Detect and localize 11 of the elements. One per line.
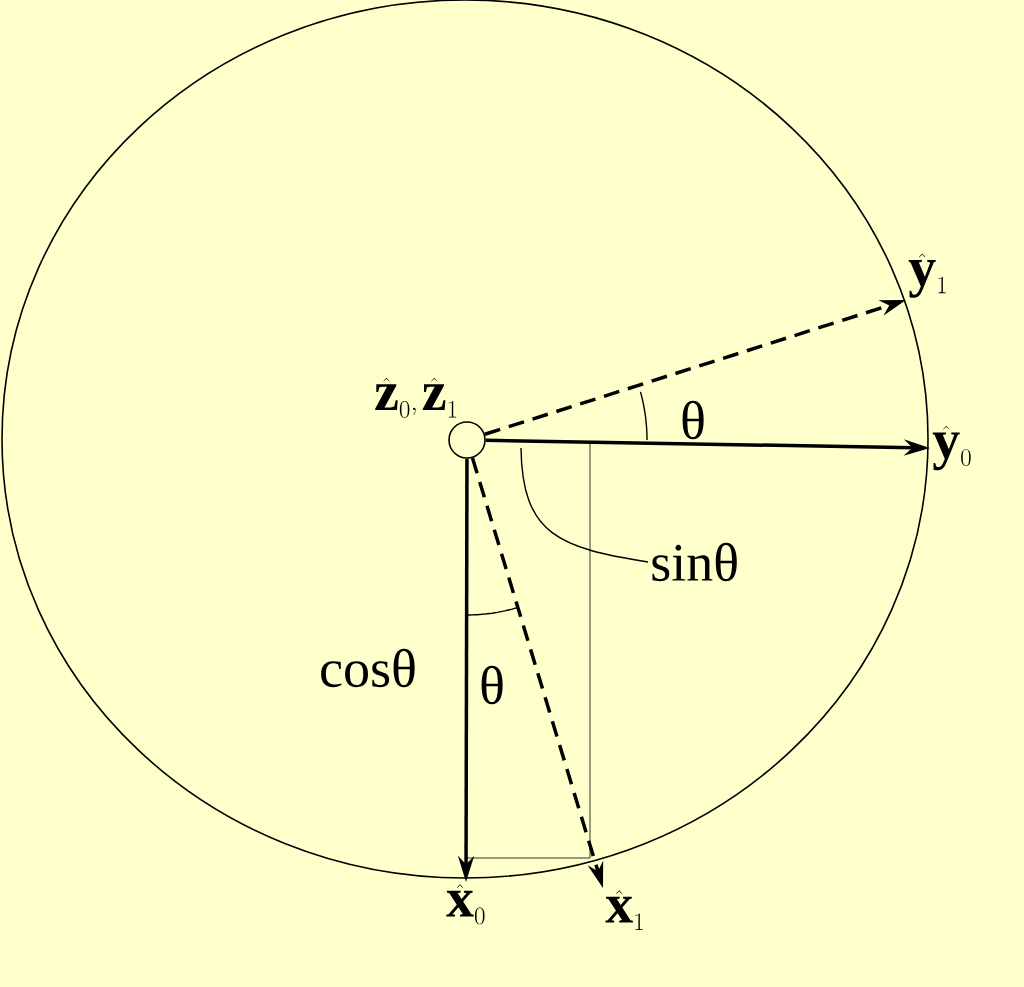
axis-label: $\hat{\mathbf{y}}_1$: [908, 253, 946, 298]
angle-label: θ: [682, 400, 704, 440]
axis-label: $\hat{\mathbf{x}}_0$: [446, 884, 485, 925]
angle-label: θ: [481, 665, 503, 705]
axis-label: $\hat{\mathbf{y}}_0$: [932, 425, 971, 471]
axis-label: $\hat{\mathbf{z}}_0, \hat{\mathbf{z}}_1$: [375, 377, 457, 418]
leader-line: [520, 447, 649, 563]
leader-label: sinθ: [652, 542, 737, 582]
axis-label: $\hat{\mathbf{x}}_1$: [605, 890, 643, 930]
length-label: cosθ: [321, 648, 415, 688]
origin-circle: [448, 421, 486, 459]
